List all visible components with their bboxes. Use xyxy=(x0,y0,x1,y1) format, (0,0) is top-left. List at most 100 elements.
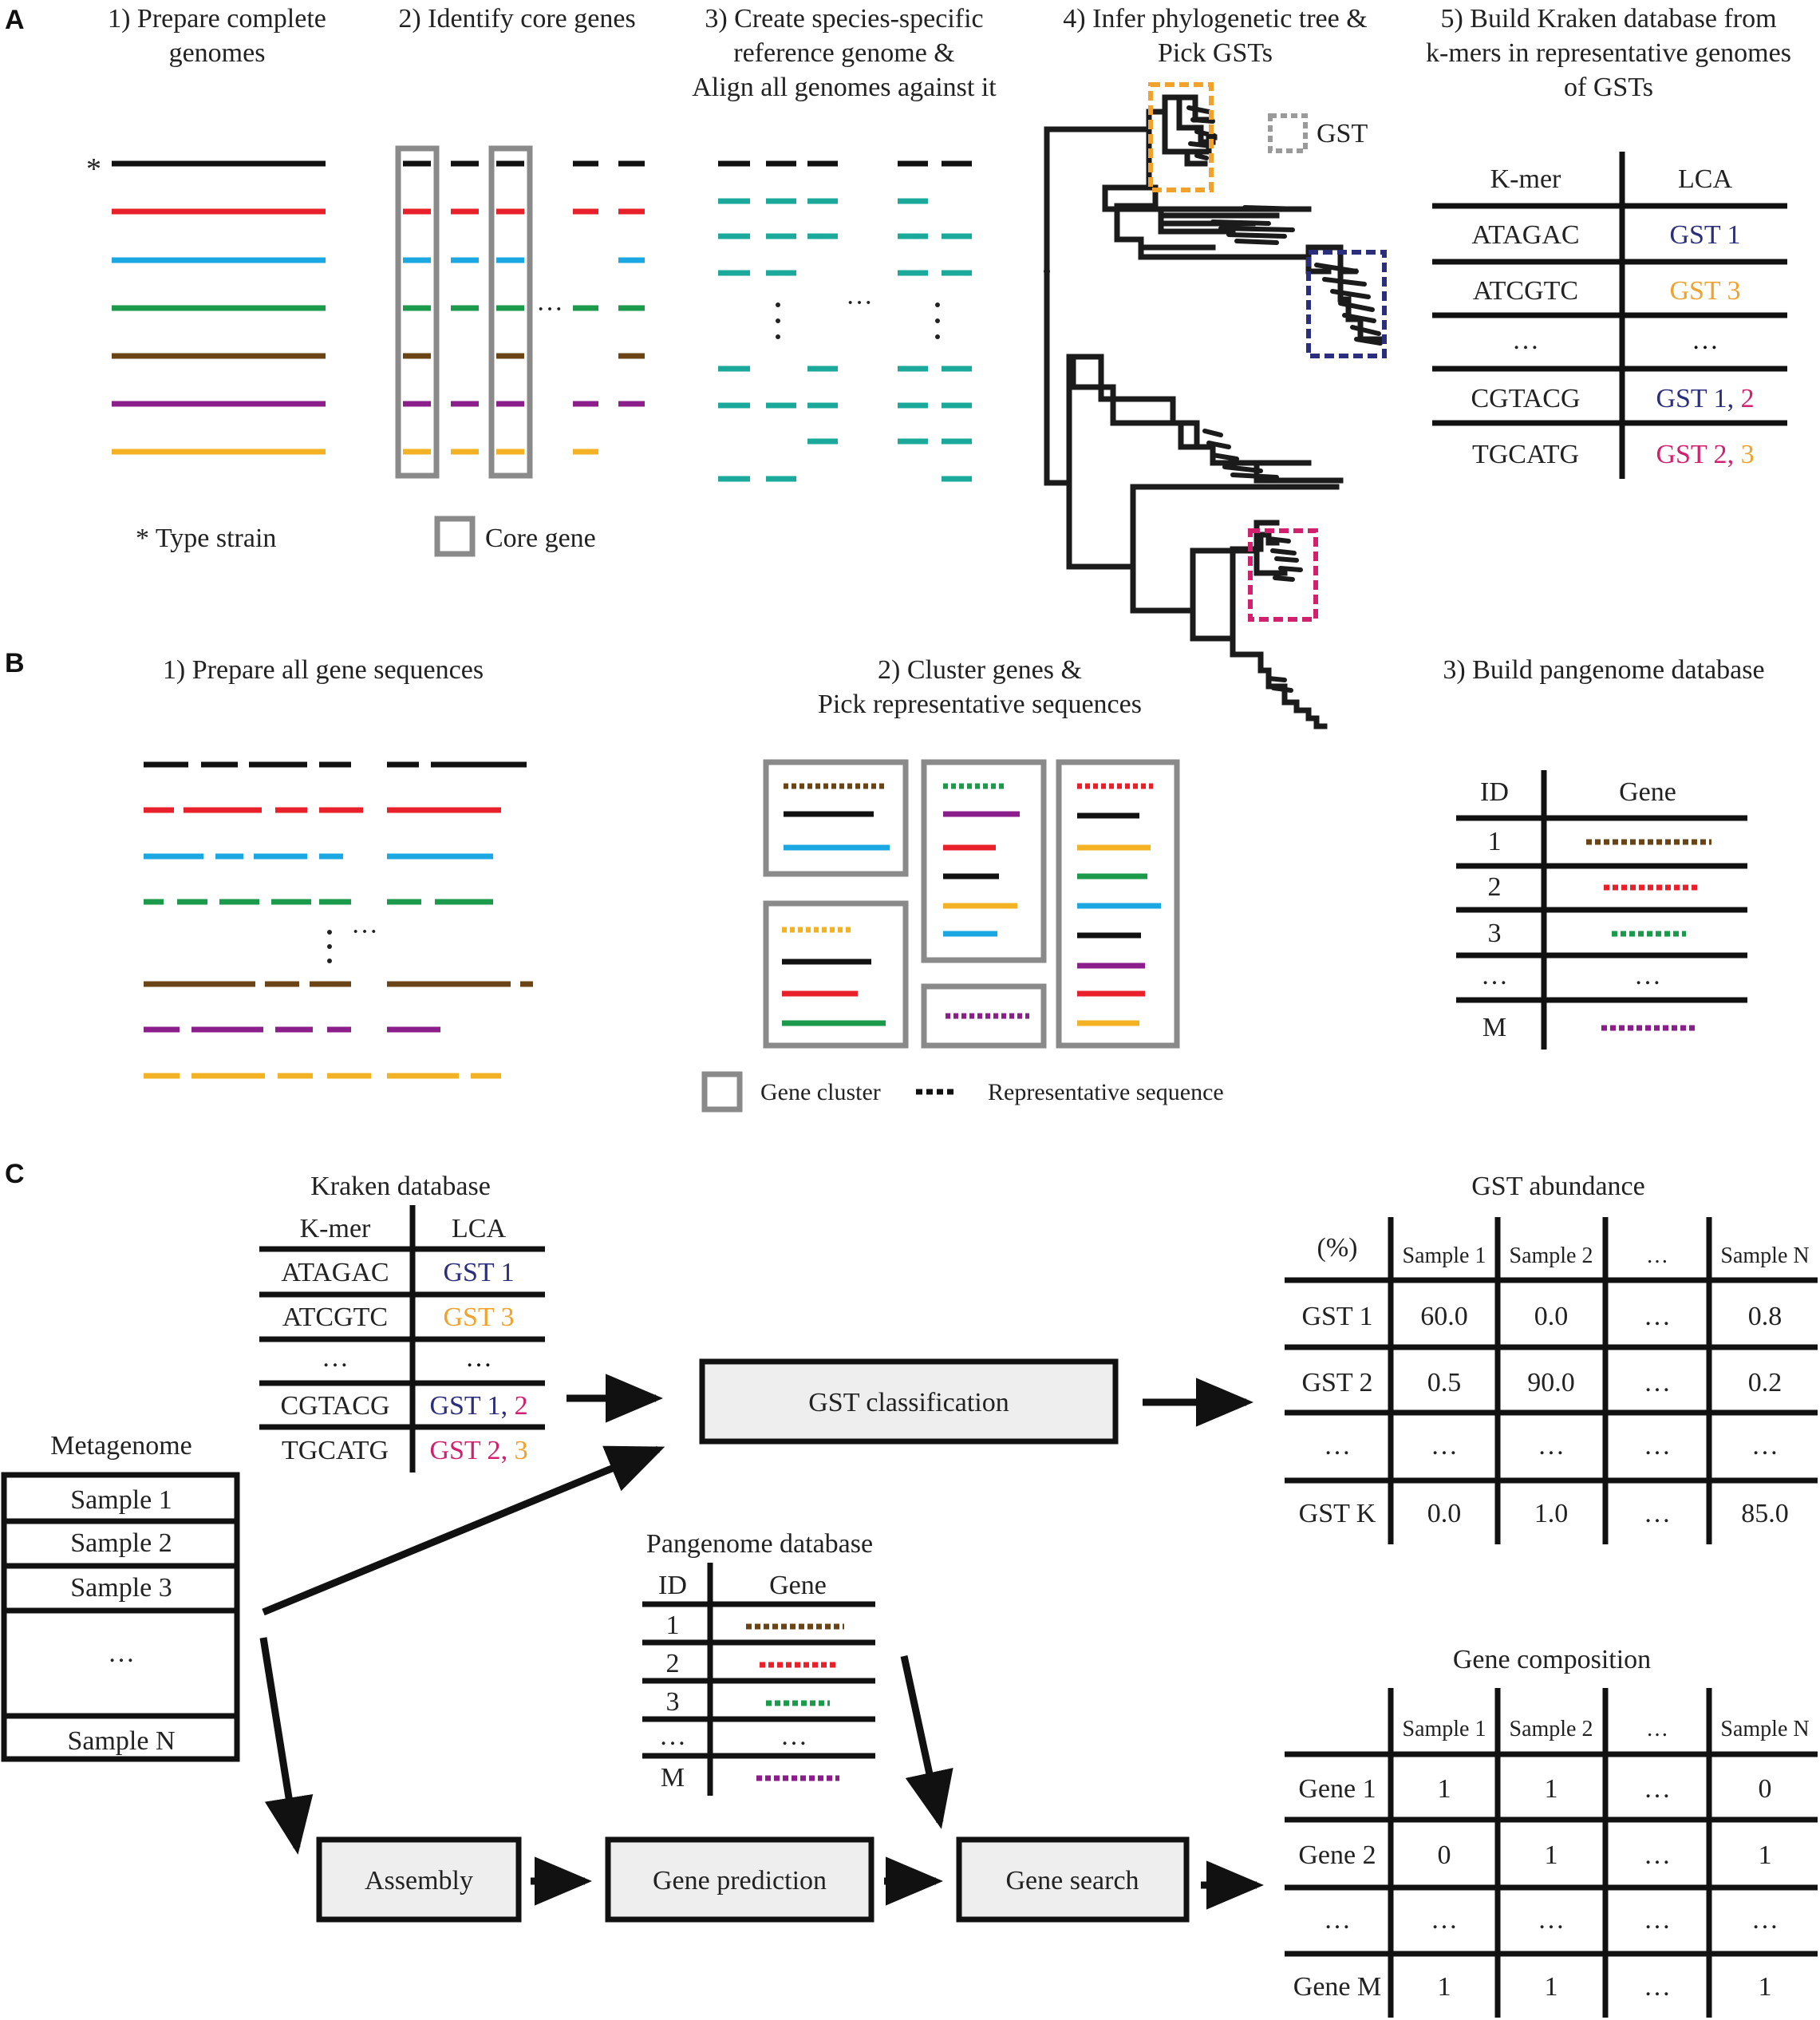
core-gene-box-1 xyxy=(395,145,440,479)
pangenome-id-cell: 1 xyxy=(1488,827,1502,856)
table-row-label: Gene M xyxy=(1293,1972,1381,2002)
table-column-header: Sample 1 xyxy=(1403,1717,1486,1741)
gst-abundance-title: GST abundance xyxy=(1471,1172,1644,1201)
table-column-header: Sample 2 xyxy=(1510,1243,1593,1268)
gene-cluster-box xyxy=(1056,759,1180,1049)
table-cell: 60.0 xyxy=(1420,1302,1468,1331)
table-row-label: Gene 2 xyxy=(1298,1840,1376,1870)
kmer-cell: ATAGAC xyxy=(1471,220,1579,250)
table-column-header: … xyxy=(1646,1243,1668,1268)
pangenome-c-header-id: ID xyxy=(658,1571,687,1600)
lca-value-part: … xyxy=(1692,326,1719,355)
panel-b: B 1) Prepare all gene sequences 2) Clust… xyxy=(5,648,1765,1113)
table-cell: 1 xyxy=(1438,1972,1451,2002)
lca-value-part: 3 xyxy=(1741,440,1755,469)
gene-cluster-box xyxy=(921,759,1047,963)
table-cell: 0 xyxy=(1438,1840,1451,1870)
gene-sequences-vertical-ellipsis xyxy=(327,930,332,963)
lca-value-part: 2 xyxy=(515,1391,528,1421)
kraken-kmer-cell: … xyxy=(322,1343,349,1373)
kraken-database-title: Kraken database xyxy=(310,1172,491,1201)
core-gene-legend-box xyxy=(434,516,476,557)
alignment-vertical-ellipsis xyxy=(776,302,940,339)
kraken-lca-cell: GST 3 xyxy=(443,1303,514,1332)
kraken-kmer-cell: ATAGAC xyxy=(281,1258,389,1287)
gene-cluster-box xyxy=(763,900,909,1049)
panel-label-c: C xyxy=(5,1159,25,1189)
lca-value-part: , xyxy=(1727,440,1741,469)
kmer-lca-table: K-mer LCA ATAGAC ATCGTC … CGTACG TGCATG … xyxy=(1432,152,1787,479)
lca-cell: GST 1, 2 xyxy=(1656,384,1754,413)
assembly-label: Assembly xyxy=(365,1866,473,1895)
kraken-lca-cell: … xyxy=(465,1343,492,1373)
table-row-label: … xyxy=(1324,1905,1351,1935)
step-a2-title: 2) Identify core genes xyxy=(398,4,635,34)
tree-dense-clades xyxy=(1186,105,1383,693)
gene-cluster-legend-label: Gene cluster xyxy=(760,1079,881,1105)
assembly-box xyxy=(316,1836,522,1923)
step-a1-title-line1: 1) Prepare complete xyxy=(108,4,326,34)
lca-value-part: , xyxy=(1727,384,1741,413)
table-column-header: Sample N xyxy=(1720,1243,1809,1268)
kmer-cell: TGCATG xyxy=(1472,440,1579,469)
table-column-header: … xyxy=(1646,1717,1668,1741)
alignment-ellipsis: ··· xyxy=(846,288,873,318)
lca-value-part: , xyxy=(501,1436,515,1465)
step-a5-title-line1: 5) Build Kraken database from xyxy=(1440,4,1776,34)
gst-classification-label: GST classification xyxy=(808,1388,1009,1417)
table-cell: … xyxy=(1644,1431,1671,1461)
pangenome-id-cell: M xyxy=(1482,1013,1506,1042)
table-row-label: GST K xyxy=(1299,1499,1376,1528)
pangenome-table-b: ID Gene 1 2 3 … M … xyxy=(1456,770,1747,1050)
table-cell: … xyxy=(1431,1905,1458,1935)
metagenome-sample: Sample N xyxy=(67,1726,175,1756)
kraken-lca-cell: GST 1, 2 xyxy=(429,1391,527,1421)
kraken-lca-cell: GST 1 xyxy=(443,1258,514,1287)
kraken-database-table: K-mer LCA ATAGAC ATCGTC … CGTACG TGCATG … xyxy=(259,1205,545,1473)
representative-legend-label: Representative sequence xyxy=(988,1079,1224,1105)
lca-value-part: … xyxy=(465,1343,492,1373)
table-cell: 0 xyxy=(1759,1774,1772,1804)
lca-value-part: 2 xyxy=(1741,384,1755,413)
table-cell: 1.0 xyxy=(1534,1499,1569,1528)
kmer-cell: CGTACG xyxy=(1471,384,1580,413)
arrow-pangenome-to-search xyxy=(900,1655,953,1829)
table-cell: 1 xyxy=(1759,1840,1772,1870)
table-row-label: … xyxy=(1324,1431,1351,1461)
metagenome-sample: Sample 2 xyxy=(70,1528,172,1558)
step-b3-title: 3) Build pangenome database xyxy=(1443,655,1764,685)
gene-prediction-label: Gene prediction xyxy=(653,1866,827,1895)
pangenome-c-header-gene: Gene xyxy=(769,1571,827,1600)
table-cell: 1 xyxy=(1438,1774,1451,1804)
pangenome-c-id-cell: … xyxy=(659,1722,686,1751)
table-corner-label: (%) xyxy=(1317,1233,1358,1263)
metagenome-sample: … xyxy=(108,1639,135,1668)
table-cell: … xyxy=(1538,1431,1565,1461)
step-a1-title-line2: genomes xyxy=(169,38,266,68)
lca-value-part: GST 3 xyxy=(443,1303,514,1332)
gst-legend-label: GST xyxy=(1317,119,1368,148)
metagenome-title: Metagenome xyxy=(50,1431,192,1461)
step-a3-title-line1: 3) Create species-specific xyxy=(705,4,983,34)
lca-value-part: GST 2 xyxy=(429,1436,500,1465)
lca-value-part: GST 1 xyxy=(443,1258,514,1287)
gst-box-navy xyxy=(1306,250,1387,358)
lca-value-part: GST 1 xyxy=(1669,220,1740,250)
aligned-genome-segments xyxy=(718,160,972,482)
gst-box-magenta xyxy=(1248,528,1318,622)
step-b2-title-line2: Pick representative sequences xyxy=(818,690,1142,719)
pangenome-c-id-cell: 2 xyxy=(666,1649,680,1678)
table-cell: … xyxy=(1431,1431,1458,1461)
kraken-kmer-cell: CGTACG xyxy=(280,1391,389,1421)
metagenome-sample: Sample 3 xyxy=(70,1573,172,1603)
pangenome-c-id-cell: M xyxy=(661,1763,685,1793)
gene-prediction-box xyxy=(605,1836,874,1923)
table-cell: … xyxy=(1644,1972,1671,2002)
lca-cell: … xyxy=(1692,326,1719,355)
table-cell: 1 xyxy=(1545,1972,1558,2002)
table-row-label: Gene 1 xyxy=(1298,1774,1376,1804)
step-a3-title-line3: Align all genomes against it xyxy=(692,73,997,102)
pangenome-header-id: ID xyxy=(1480,777,1509,807)
pangenome-database-title: Pangenome database xyxy=(646,1529,873,1559)
